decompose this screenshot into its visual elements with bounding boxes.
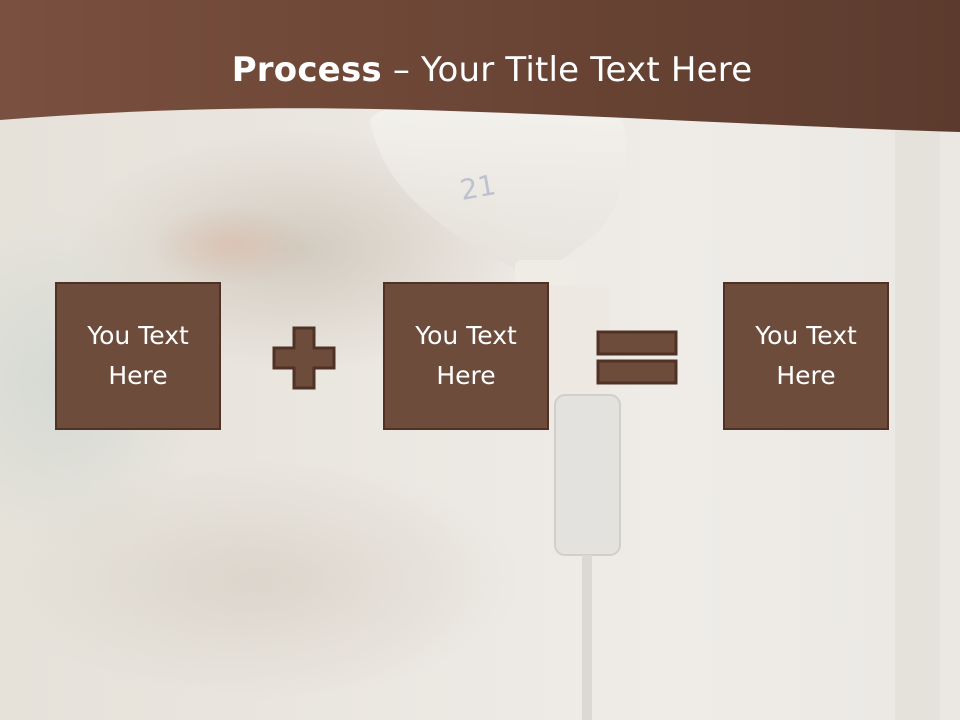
text-box-3-label: You Text Here xyxy=(755,321,857,390)
text-box-2-label: You Text Here xyxy=(415,321,517,390)
text-box-1-label: You Text Here xyxy=(87,321,189,390)
svg-text:21: 21 xyxy=(457,168,498,207)
title-rest: – Your Title Text Here xyxy=(381,50,753,90)
text-box-2[interactable]: You Text Here xyxy=(383,282,549,430)
plus-icon xyxy=(272,326,336,390)
slide-title: Process – Your Title Text Here xyxy=(0,50,960,90)
text-box-1[interactable]: You Text Here xyxy=(55,282,221,430)
title-bold: Process xyxy=(231,50,382,90)
equals-icon xyxy=(596,330,678,385)
text-box-3[interactable]: You Text Here xyxy=(723,282,889,430)
